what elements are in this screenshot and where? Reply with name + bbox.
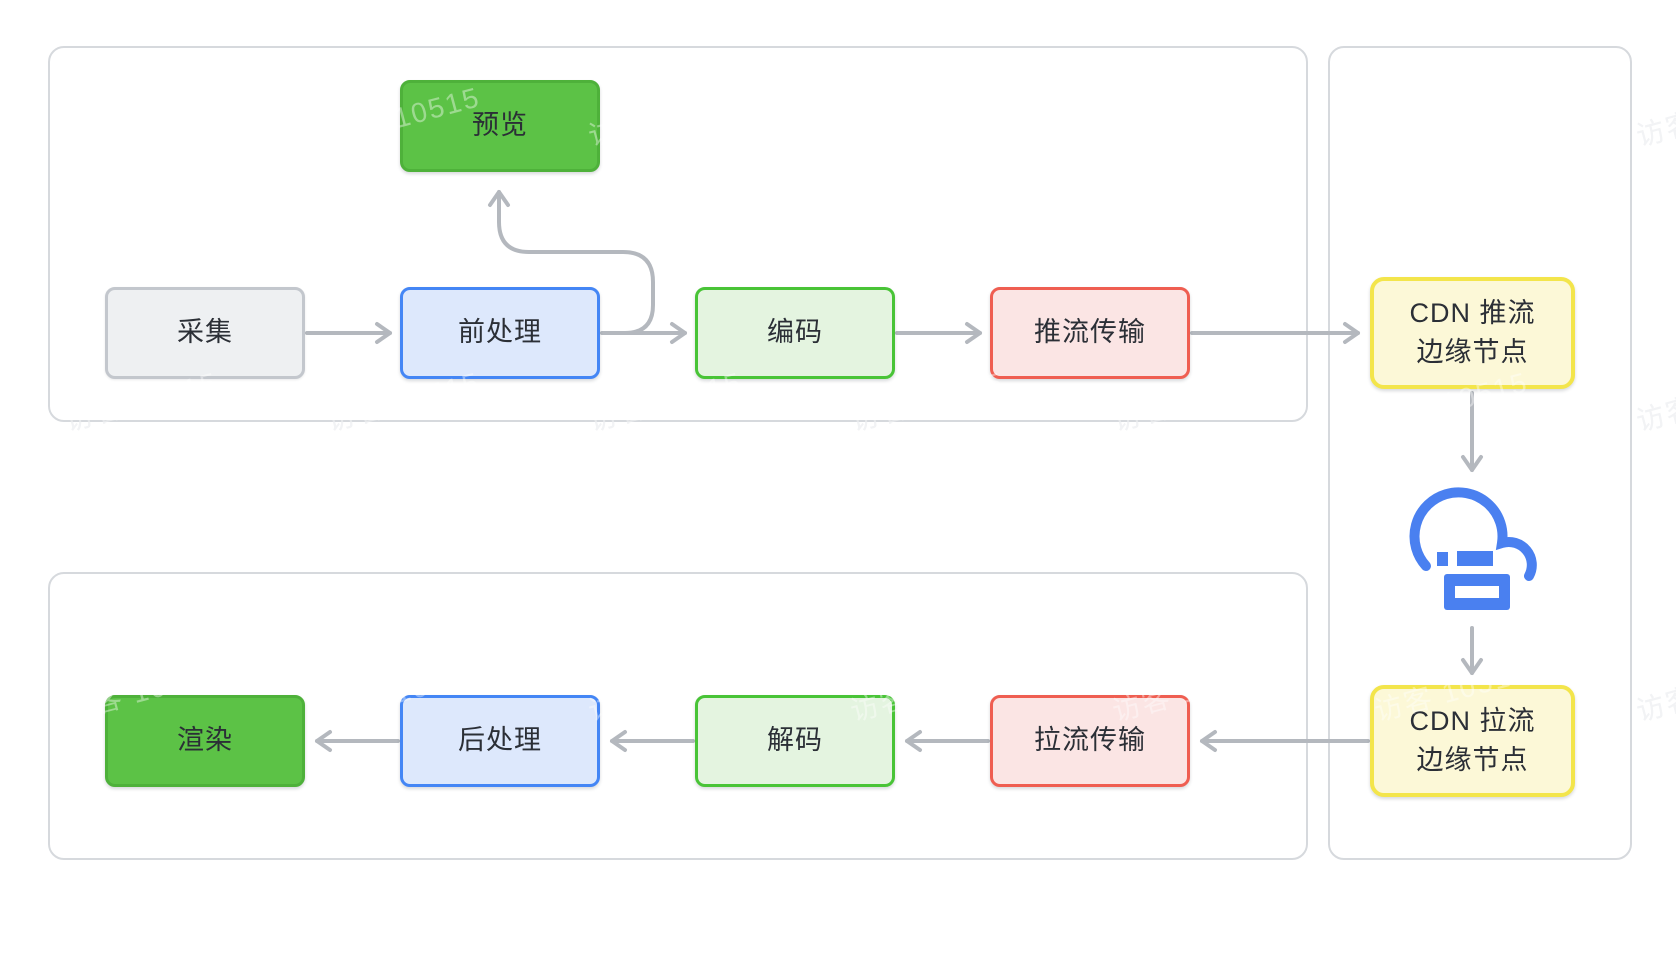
node-pull-transport[interactable]: 拉流传输 <box>990 695 1190 787</box>
node-preview-label: 预览 <box>472 110 528 141</box>
node-postprocess-label: 后处理 <box>458 725 542 756</box>
node-render[interactable]: 渲染 <box>105 695 305 787</box>
node-encode-label: 编码 <box>767 317 823 348</box>
node-cdn-pull-edge-label: CDN 拉流 边缘节点 <box>1409 705 1536 775</box>
node-capture-label: 采集 <box>177 317 233 348</box>
node-postprocess[interactable]: 后处理 <box>400 695 600 787</box>
node-decode-label: 解码 <box>767 725 823 756</box>
node-preprocess-label: 前处理 <box>458 317 542 348</box>
node-cdn-push-edge[interactable]: CDN 推流 边缘节点 <box>1370 277 1575 389</box>
node-preprocess[interactable]: 前处理 <box>400 287 600 379</box>
node-encode[interactable]: 编码 <box>695 287 895 379</box>
node-preview[interactable]: 预览 <box>400 80 600 172</box>
node-capture[interactable]: 采集 <box>105 287 305 379</box>
edge-preprocess-preview <box>488 190 655 335</box>
node-push-transport[interactable]: 推流传输 <box>990 287 1190 379</box>
node-decode[interactable]: 解码 <box>695 695 895 787</box>
node-push-transport-label: 推流传输 <box>1034 317 1146 348</box>
node-cdn-pull-edge[interactable]: CDN 拉流 边缘节点 <box>1370 685 1575 797</box>
node-pull-transport-label: 拉流传输 <box>1034 725 1146 756</box>
node-cdn-push-edge-label: CDN 推流 边缘节点 <box>1409 297 1536 367</box>
cloud-server-icon[interactable] <box>1397 478 1547 618</box>
node-render-label: 渲染 <box>177 725 233 756</box>
